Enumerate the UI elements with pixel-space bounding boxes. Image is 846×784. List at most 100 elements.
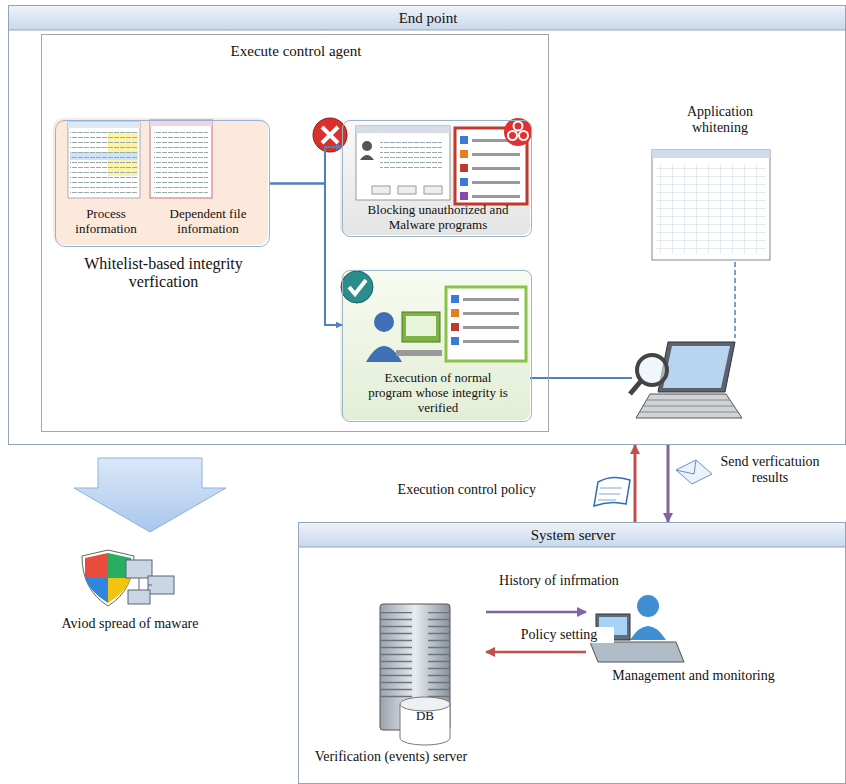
biohazard-icon-part (504, 118, 532, 146)
block-dialog-part (372, 186, 390, 194)
connector-arrow (486, 651, 586, 654)
block-dialog-part (424, 186, 442, 194)
allowed-program-list-part (451, 309, 459, 317)
block-dialog-part (398, 186, 416, 194)
block-icon-part (322, 127, 338, 143)
block-dialog-part (356, 126, 450, 133)
blocked-program-list-part (472, 181, 520, 184)
shield-network-icon-part (128, 590, 150, 604)
block-arrow (74, 458, 226, 532)
policy-scroll-icon (594, 477, 630, 506)
laptop-icon (630, 342, 742, 418)
blocked-program-list (455, 128, 527, 204)
block-arrow-part (74, 458, 226, 532)
blocked-program-list-part (472, 167, 520, 170)
laptop-icon-part (630, 381, 641, 394)
shield-network-icon (82, 550, 174, 606)
manager-icon-part (590, 642, 684, 662)
block-dialog-part (356, 126, 450, 200)
block-dialog (356, 126, 450, 200)
panel-fills-part (53, 118, 268, 245)
verification-box: Process informationDependent file inform… (55, 120, 270, 247)
block-dialog-part (362, 141, 372, 151)
user-at-computer-part (406, 316, 436, 336)
biohazard-icon (504, 118, 532, 146)
shield-network-icon-part (139, 578, 152, 590)
box-title: Execute control agent (42, 43, 550, 60)
node-caption: Management and monitoring (586, 668, 801, 684)
whitelist-screenshot-part (652, 150, 770, 260)
check-icon (341, 271, 373, 303)
panel-fills-part (340, 268, 530, 420)
server-icon-part (380, 612, 450, 702)
result-envelope-icon-part (676, 460, 696, 474)
allowed-program-list-part (463, 298, 519, 301)
connector-arrow (634, 445, 637, 522)
shield-network-icon-part (85, 578, 108, 603)
user-at-computer-part (374, 312, 394, 332)
process-list-screenshot-part (68, 122, 140, 198)
allowed-program-list-part (451, 337, 459, 345)
blocked-program-list-part (472, 153, 520, 156)
connector-arrow (486, 611, 586, 614)
server-icon-part (400, 704, 450, 745)
blocked-program-list-part (460, 178, 468, 186)
box-caption: Whitelist-based integrity verfication (51, 255, 276, 292)
allowed-program-list-part (446, 287, 526, 361)
manager-icon-part (630, 626, 666, 640)
panel-title: System server (299, 527, 846, 544)
laptop-icon-part (658, 342, 735, 392)
blocked-program-list-part (460, 136, 468, 144)
user-at-computer-part (396, 350, 442, 356)
file-properties-screenshot-part (154, 130, 208, 194)
panel-fills (8, 5, 846, 784)
laptop-icon-part (663, 346, 730, 388)
blocked-program-list-part (460, 164, 468, 172)
laptop-icon-part (636, 394, 742, 418)
policy-scroll-icon-part (594, 477, 630, 506)
panel-fills-part (298, 522, 846, 547)
node-caption: Verification (events) server (296, 749, 486, 765)
edge-label: Policy setting (504, 627, 614, 643)
allowed-program-list-part (451, 295, 459, 303)
process-list-screenshot-part (70, 131, 138, 195)
file-properties-screenshot-part (150, 120, 212, 198)
panel-fills-part (8, 5, 846, 30)
user-at-computer (366, 312, 442, 362)
dashed-link (734, 262, 736, 338)
user-at-computer-part (402, 312, 440, 342)
block-dialog-part (360, 155, 374, 160)
whitelist-screenshot-part (652, 150, 770, 158)
check-icon-part (341, 271, 373, 303)
panel-fills-part (340, 118, 530, 235)
server-icon (380, 604, 450, 745)
connector-arrow (667, 445, 670, 522)
manager-icon-part (637, 595, 659, 617)
panel-title: End point (9, 10, 846, 27)
allowed-program-list-part (451, 323, 459, 331)
endpoint-panel: End pointExecute control agentProcess in… (8, 5, 846, 445)
allowed-program-list-part (463, 312, 519, 315)
agent-link (530, 377, 632, 379)
execute-box: Execution of normal program whose integr… (342, 270, 532, 422)
allowed-program-list-part (463, 326, 519, 329)
outcome-label: Aviod spread of maware (40, 616, 220, 632)
blocked-program-list-part (460, 150, 468, 158)
caption: Process information (62, 207, 150, 237)
panel-fills-part (298, 522, 846, 784)
box-caption: Blocking unauthorized and Malware progra… (348, 203, 528, 233)
biohazard-icon-part (508, 131, 517, 140)
block-box: Blocking unauthorized and Malware progra… (342, 120, 532, 237)
box-caption: Execution of normal program whose integr… (361, 371, 515, 416)
process-list-screenshot (68, 122, 140, 198)
blocked-program-list-part (455, 128, 527, 204)
edge-label: Execution control policy (388, 482, 538, 498)
blocked-program-list-part (460, 192, 468, 200)
file-properties-screenshot (150, 120, 212, 198)
agent-box: Execute control agentProcess information… (41, 34, 549, 432)
connector-arrow (270, 184, 342, 326)
whitelist-screenshot-part (656, 164, 766, 254)
panel-fills-part (8, 5, 846, 445)
result-envelope-icon-part (676, 460, 712, 484)
